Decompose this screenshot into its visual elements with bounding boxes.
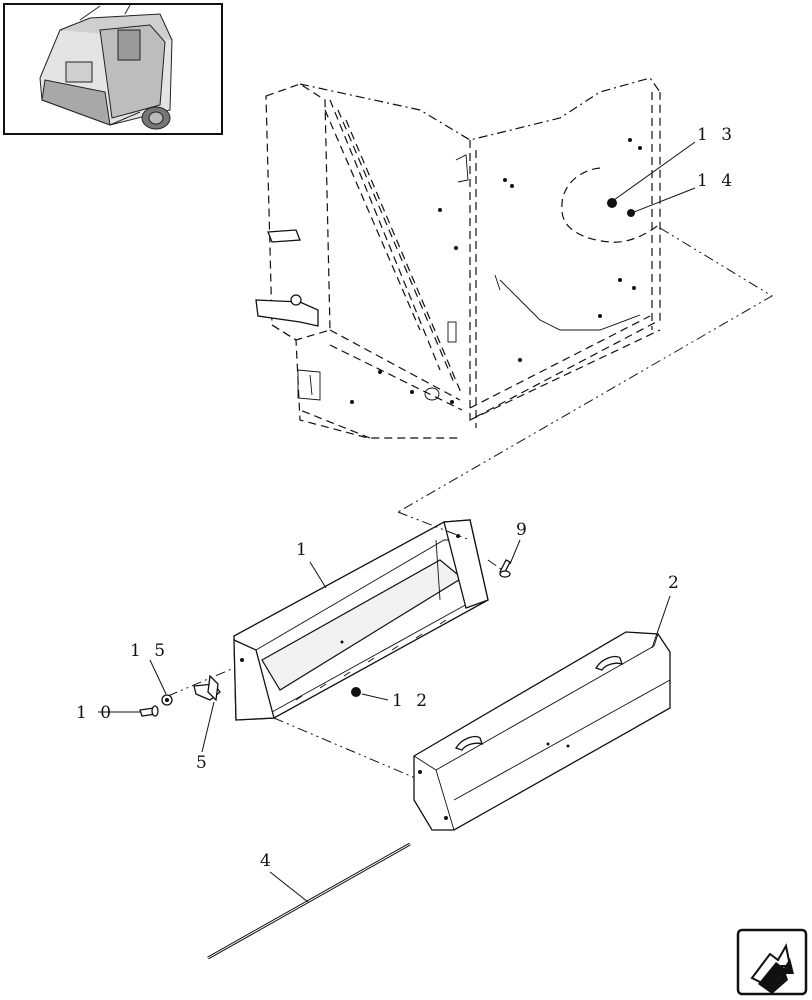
callout-13: 1 3 <box>697 125 736 145</box>
part-13-nut <box>607 198 617 208</box>
part-2-cover <box>413 631 671 831</box>
next-page-arrow-icon[interactable] <box>736 928 808 996</box>
callout-4: 4 <box>260 851 275 871</box>
part-10-bolt <box>139 705 159 717</box>
callout-1: 1 <box>296 540 311 560</box>
callout-9: 9 <box>516 520 531 540</box>
leader-lines <box>98 141 696 903</box>
callout-2: 2 <box>668 573 683 593</box>
part-12-nut <box>351 687 361 697</box>
callout-5: 5 <box>196 753 211 773</box>
callout-10: 1 0 <box>76 703 115 723</box>
part-15-washer <box>161 694 173 706</box>
part-9-bolt <box>499 559 511 578</box>
callout-14: 1 4 <box>697 171 736 191</box>
part-14-washer <box>627 209 635 217</box>
machine-thumbnail-icon <box>3 3 223 135</box>
callout-15: 1 5 <box>130 641 169 661</box>
part-1-tray <box>167 511 509 781</box>
callout-12: 1 2 <box>392 691 431 711</box>
baler-frame-phantom <box>255 77 773 513</box>
part-5-latch <box>193 674 221 702</box>
part-4-rod <box>207 842 411 960</box>
